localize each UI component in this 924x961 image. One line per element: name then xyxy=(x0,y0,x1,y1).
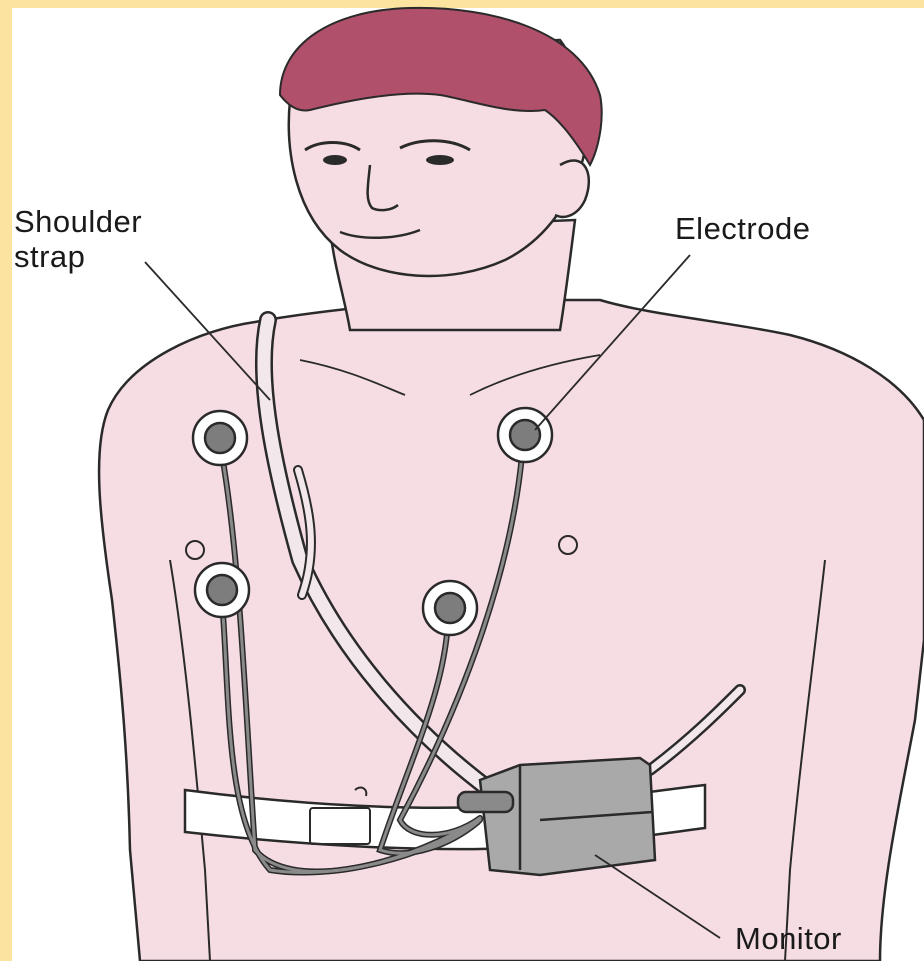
electrode-lower-right xyxy=(423,581,477,635)
electrode-label: Electrode xyxy=(675,212,810,246)
electrode-upper-left xyxy=(193,411,247,465)
shoulder-strap-label-line1: Shoulder xyxy=(14,205,142,239)
electrode-lower-left xyxy=(195,563,249,617)
shoulder-strap-label-line2: strap xyxy=(14,240,85,274)
electrode-upper-right xyxy=(498,408,552,462)
monitor-label: Monitor xyxy=(735,922,842,956)
ear xyxy=(555,160,589,216)
